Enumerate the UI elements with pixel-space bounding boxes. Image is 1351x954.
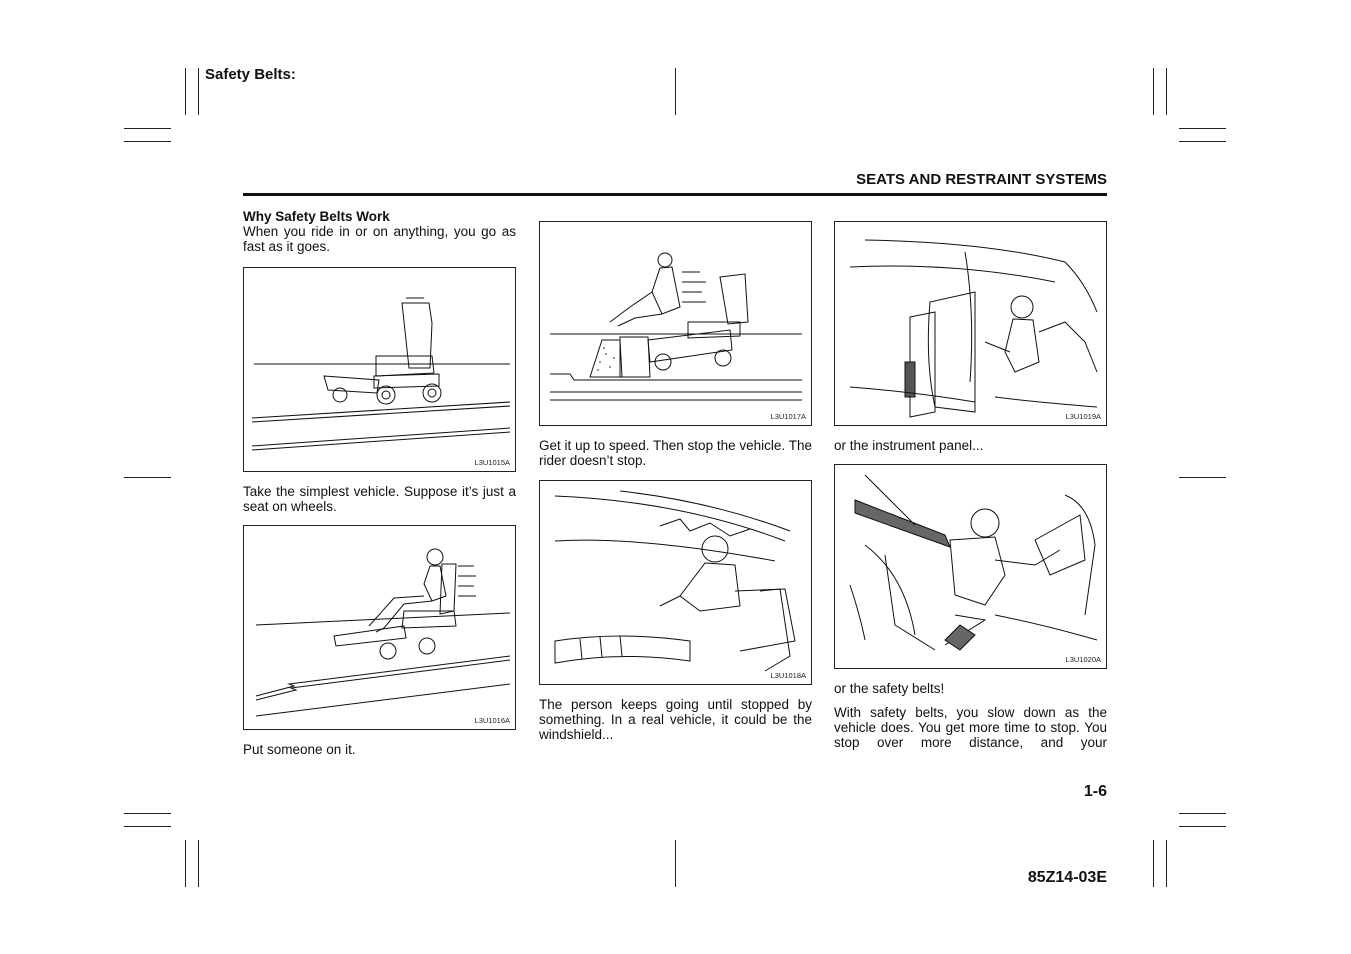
crop-mark <box>198 68 199 115</box>
instrument-panel-illustration <box>849 239 1098 418</box>
section-heading: Why Safety Belts Work <box>243 209 390 224</box>
figure-code: L3U1016A <box>474 716 510 725</box>
crop-mark <box>1153 68 1154 115</box>
crop-mark <box>185 840 186 887</box>
figure-code: L3U1020A <box>1065 655 1101 664</box>
seat-on-wheels-illustration <box>251 297 511 451</box>
crop-mark <box>1166 840 1167 887</box>
page-number: 1-6 <box>1083 783 1107 800</box>
figure-code: L3U1018A <box>770 671 806 680</box>
figure-code: L3U1019A <box>1065 412 1101 421</box>
caption-text: or the safety belts! <box>834 681 945 696</box>
figure-rider-on-seat: L3U1016A <box>243 525 516 730</box>
caption-rider-on-seat: Put someone on it. <box>243 742 516 757</box>
caption-seat-on-wheels: Take the simplest vehicle. Suppose it’s … <box>243 484 516 514</box>
caption-safety-belts: or the safety belts! <box>834 681 1107 696</box>
crop-mark <box>1179 128 1226 129</box>
crop-mark <box>124 477 171 478</box>
caption-instrument-panel: or the instrument panel... <box>834 438 1107 453</box>
figure-code: L3U1015A <box>474 458 510 467</box>
caption-text: Get it up to speed. Then stop the vehicl… <box>539 438 812 468</box>
paragraph-safety-belts: With safety belts, you slow down as the … <box>834 705 1107 750</box>
rider-on-seat-illustration <box>255 548 511 717</box>
caption-vehicle-stops: Get it up to speed. Then stop the vehicl… <box>539 438 812 468</box>
crop-mark <box>124 128 171 129</box>
crop-mark <box>124 813 171 814</box>
crop-mark <box>675 68 676 115</box>
crop-mark <box>198 840 199 887</box>
figure-safety-belts: L3U1020A <box>834 464 1107 669</box>
figure-vehicle-stops: L3U1017A <box>539 221 812 426</box>
crop-mark <box>1179 477 1226 478</box>
crop-mark <box>124 141 171 142</box>
header-rule <box>243 193 1107 196</box>
crop-mark <box>1179 813 1226 814</box>
document-code: 85Z14-03E <box>1027 869 1107 886</box>
crop-mark <box>185 68 186 115</box>
body-paragraph: With safety belts, you slow down as the … <box>834 705 1107 750</box>
top-label: Safety Belts: <box>205 66 296 83</box>
caption-windshield: The person keeps going until stopped by … <box>539 697 812 742</box>
intro-paragraph: When you ride in or on anything, you go … <box>243 224 516 254</box>
crop-mark <box>1179 141 1226 142</box>
crop-mark <box>675 840 676 887</box>
caption-text: Take the simplest vehicle. Suppose it’s … <box>243 484 516 514</box>
crop-mark <box>124 826 171 827</box>
caption-text: or the instrument panel... <box>834 438 984 453</box>
crop-mark <box>1179 826 1226 827</box>
caption-text: Put someone on it. <box>243 742 356 757</box>
crop-mark <box>1166 68 1167 115</box>
vehicle-stops-illustration <box>550 252 802 401</box>
figure-code: L3U1017A <box>770 412 806 421</box>
caption-text: The person keeps going until stopped by … <box>539 697 812 742</box>
figure-seat-on-wheels: L3U1015A <box>243 267 516 472</box>
column-1: Why Safety Belts Work When you ride in o… <box>243 209 516 254</box>
figure-instrument-panel: L3U1019A <box>834 221 1107 426</box>
safety-belts-illustration <box>849 474 1098 651</box>
figure-windshield: L3U1018A <box>539 480 812 685</box>
section-title: SEATS AND RESTRAINT SYSTEMS <box>856 171 1107 188</box>
windshield-illustration <box>554 490 796 672</box>
crop-mark <box>1153 840 1154 887</box>
